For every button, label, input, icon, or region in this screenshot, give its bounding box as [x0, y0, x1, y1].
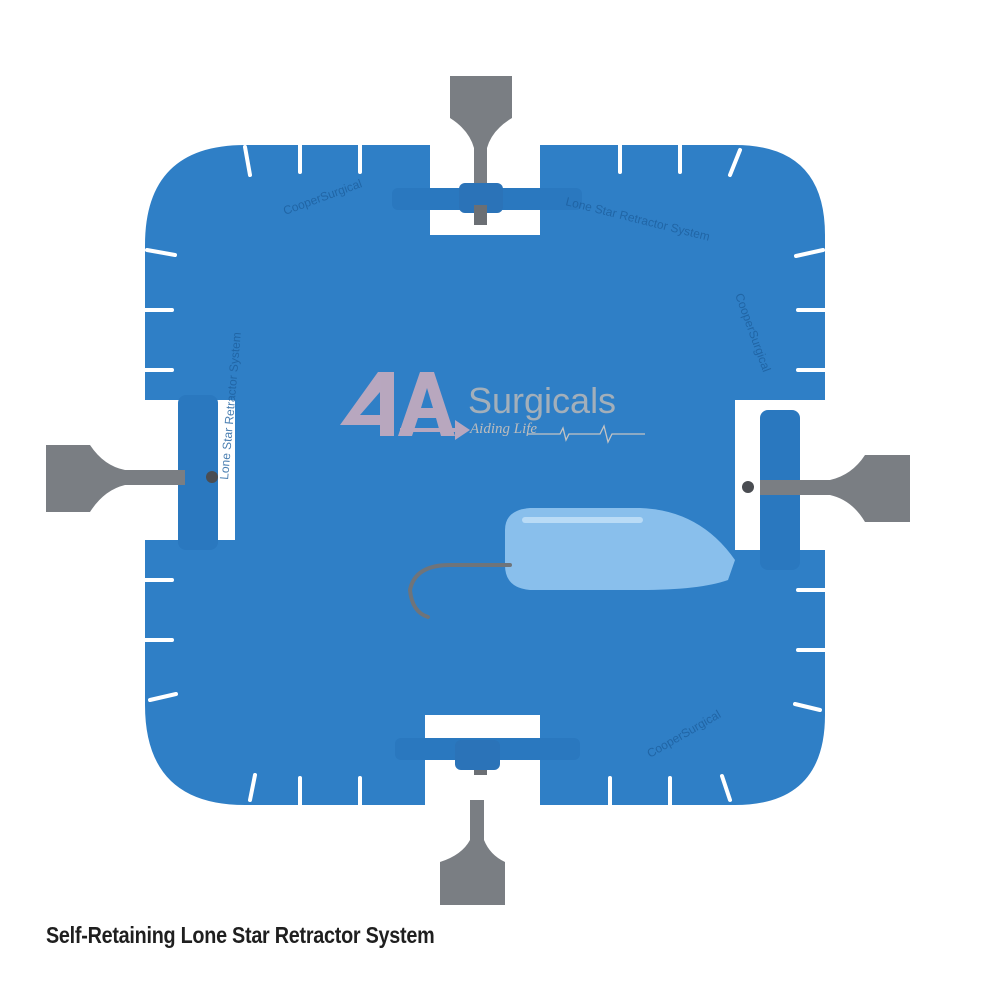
watermark-logo-mark	[340, 372, 470, 440]
product-caption: Self-Retaining Lone Star Retractor Syste…	[46, 922, 435, 948]
handle-bottom	[440, 740, 505, 905]
retractor-ring	[145, 145, 825, 805]
handle-top	[450, 76, 512, 225]
ring-connectors	[178, 188, 800, 760]
handle-left	[46, 445, 218, 512]
handle-right	[742, 455, 910, 522]
ring-notches	[143, 143, 827, 807]
retractor-handles	[46, 76, 910, 905]
watermark-heartbeat-line	[528, 424, 645, 444]
elastic-stay-with-hook	[407, 508, 735, 619]
watermark-brand: Surgicals	[468, 380, 617, 421]
watermark-tagline: Aiding Life	[470, 421, 538, 437]
